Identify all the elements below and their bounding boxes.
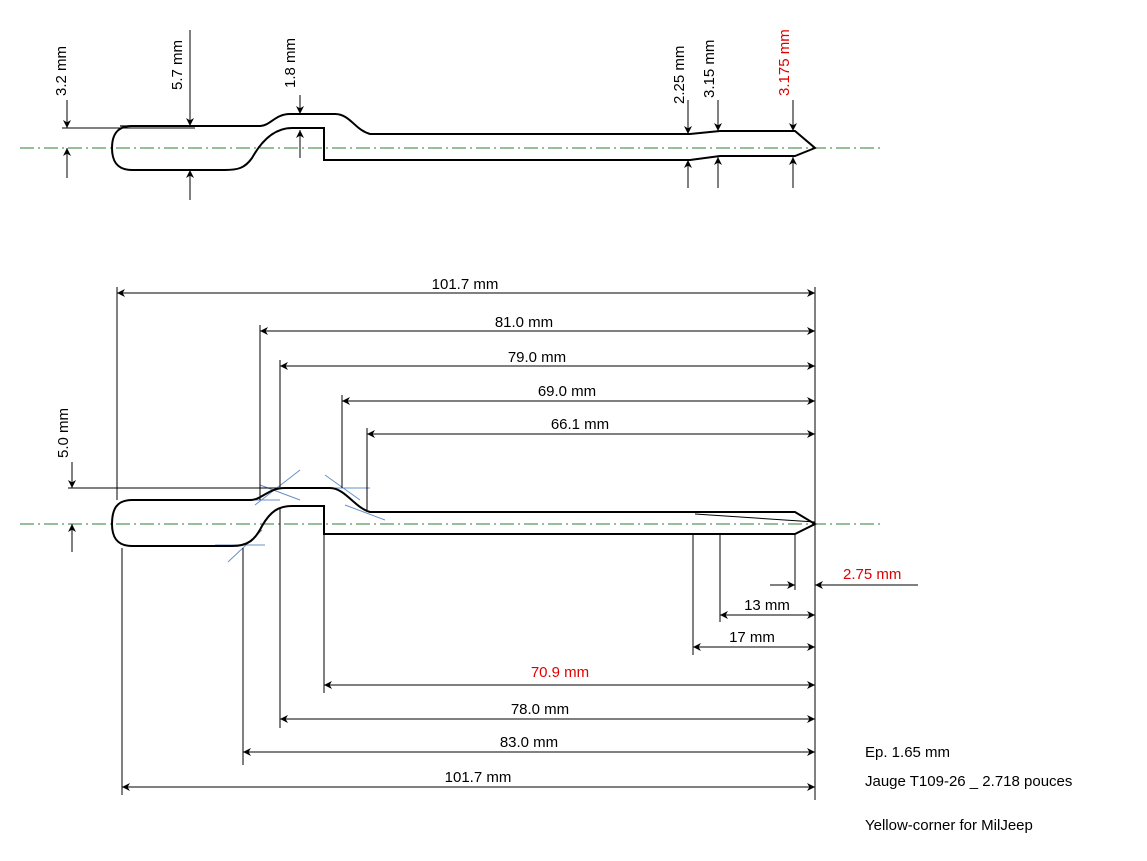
dim-13: 13 mm <box>744 597 790 614</box>
dim-2-75: 2.75 mm <box>843 566 901 583</box>
note-thickness: Ep. 1.65 mm <box>865 744 950 761</box>
top-part-outline <box>110 113 817 171</box>
side-dim-5-0: 5.0 mm <box>55 408 72 458</box>
top-dim-1-8: 1.8 mm <box>282 38 299 88</box>
top-dim-3-175: 3.175 mm <box>776 29 793 96</box>
side-view: 5.0 mm 101.7 mm 81.0 mm 79.0 mm 69.0 mm … <box>20 276 918 800</box>
dim-17: 17 mm <box>729 629 775 646</box>
upper-extension-lines <box>116 287 816 800</box>
tip-taper-line <box>694 513 816 523</box>
notes: Ep. 1.65 mm Jauge T109-26 _ 2.718 pouces… <box>865 744 1072 834</box>
dim-101-7-top: 101.7 mm <box>432 276 499 293</box>
side-part-outline <box>110 487 818 547</box>
note-gauge: Jauge T109-26 _ 2.718 pouces <box>865 773 1072 790</box>
note-credit: Yellow-corner for MilJeep <box>865 817 1033 834</box>
dim-79-0: 79.0 mm <box>508 349 566 366</box>
dim-83-0: 83.0 mm <box>500 734 558 751</box>
dim-69-0: 69.0 mm <box>538 383 596 400</box>
dim-101-7-bottom: 101.7 mm <box>445 769 512 786</box>
top-dim-2-25: 2.25 mm <box>671 46 688 104</box>
top-dim-3-2: 3.2 mm <box>53 46 70 96</box>
construction-lines <box>205 469 386 563</box>
top-view: 3.2 mm 5.7 mm 1.8 mm 2.25 mm 3.15 mm 3.1… <box>20 29 880 200</box>
dim-78-0: 78.0 mm <box>511 701 569 718</box>
dim-81-0: 81.0 mm <box>495 314 553 331</box>
dim-66-1: 66.1 mm <box>551 416 609 433</box>
lower-extension-lines <box>121 508 796 795</box>
dim-70-9: 70.9 mm <box>531 664 589 681</box>
top-dim-3-15: 3.15 mm <box>701 40 718 98</box>
top-dim-5-7: 5.7 mm <box>169 40 186 90</box>
